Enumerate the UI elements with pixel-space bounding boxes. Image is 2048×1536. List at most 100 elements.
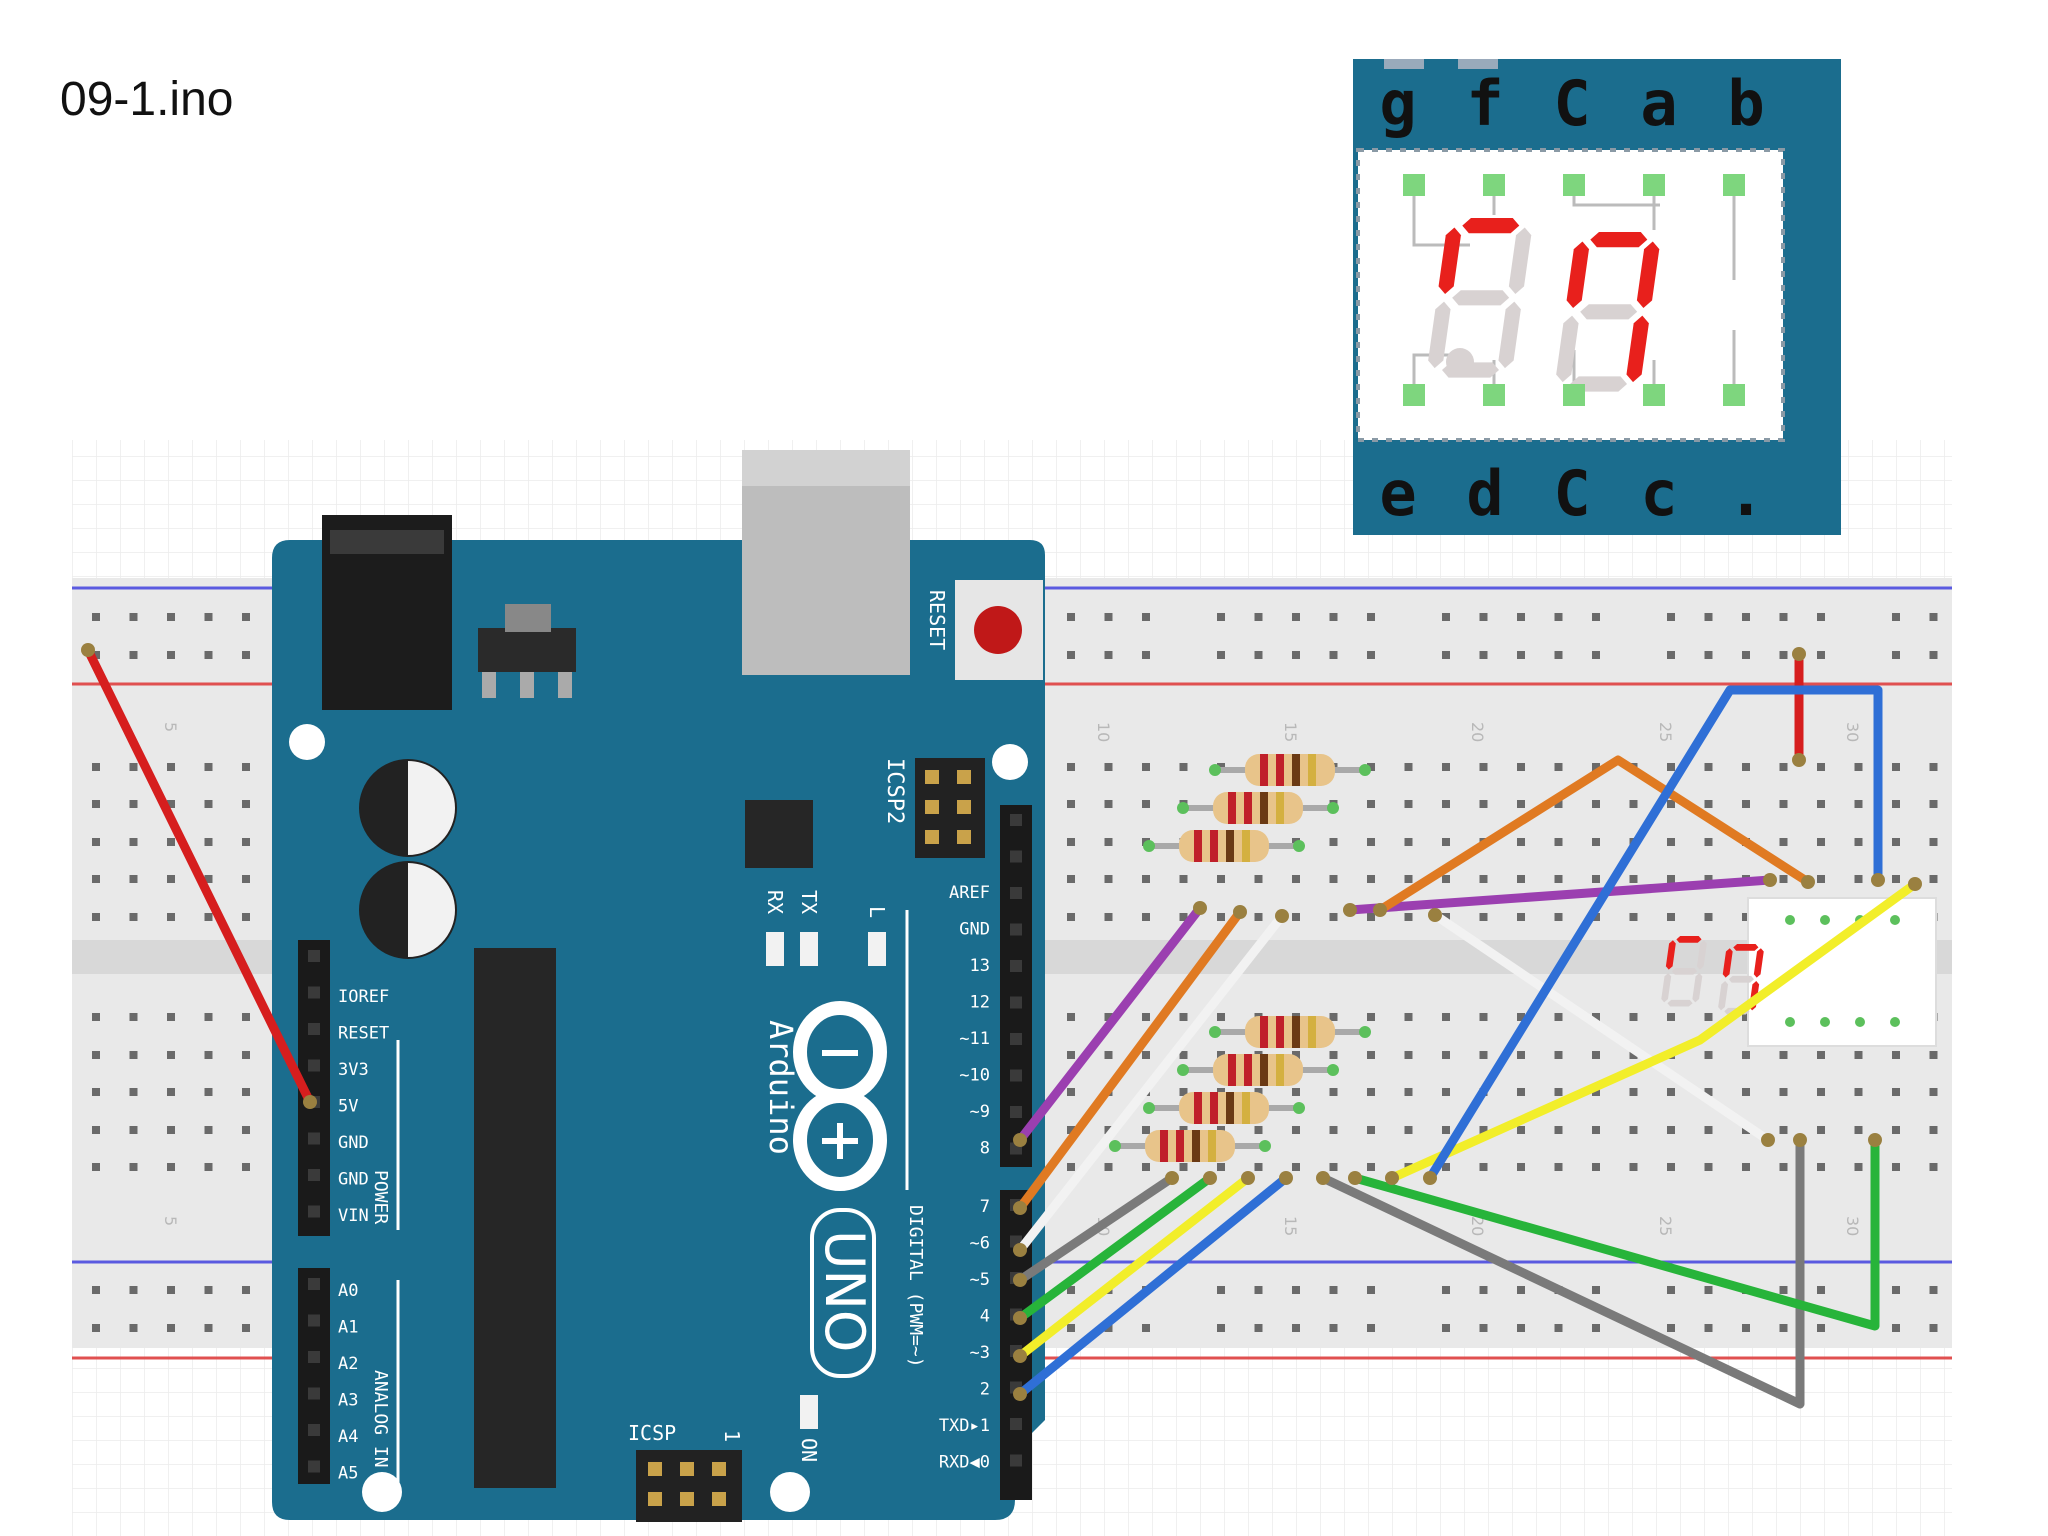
breadboard-hole — [1517, 1163, 1525, 1171]
breadboard-hole — [1592, 763, 1600, 771]
green-wire[interactable] — [1015, 1173, 1215, 1323]
wire-end — [1423, 1171, 1437, 1185]
header-pin[interactable] — [308, 1387, 320, 1400]
header-pin[interactable] — [1010, 1454, 1022, 1467]
breadboard-hole — [1554, 1088, 1563, 1096]
reset-button-cap[interactable] — [974, 606, 1022, 654]
breadboard-hole — [1704, 651, 1713, 659]
header-pin[interactable] — [308, 1351, 320, 1363]
breadboard-hole — [1854, 838, 1863, 846]
power-pin-label: RESET — [338, 1024, 389, 1044]
red-wire[interactable] — [83, 645, 315, 1107]
orange-wire[interactable] — [1015, 907, 1245, 1213]
digital-pin-label: 12 — [970, 993, 990, 1013]
white-wire[interactable] — [1015, 911, 1287, 1255]
breadboard-hole — [1667, 838, 1675, 846]
breadboard-hole — [1329, 1163, 1338, 1171]
breadboard-hole — [1667, 913, 1675, 921]
breadboard-hole — [1704, 1051, 1713, 1059]
header-pin[interactable] — [308, 1424, 320, 1436]
breadboard-hole — [1704, 1286, 1713, 1294]
yellow-wire[interactable] — [1015, 1173, 1253, 1361]
on-label: ON — [797, 1438, 821, 1462]
breadboard-hole — [1742, 1088, 1750, 1096]
gray-wire[interactable] — [1318, 1135, 1805, 1409]
white-wire[interactable] — [1430, 910, 1773, 1145]
digital-pin-label: GND — [959, 920, 990, 940]
header-pin[interactable] — [1010, 996, 1022, 1009]
digital-pin-label: ~5 — [970, 1270, 990, 1290]
breadboard-hole — [1442, 613, 1450, 621]
blue-wire[interactable] — [1425, 685, 1883, 1183]
breadboard-hole — [167, 1051, 175, 1059]
wire-end — [1013, 1201, 1027, 1215]
header-pin[interactable] — [1010, 1106, 1022, 1118]
breadboard-hole — [1217, 651, 1225, 659]
header-pin[interactable] — [308, 1278, 320, 1290]
breadboard-hole — [204, 1126, 213, 1134]
breadboard-hole — [242, 1324, 250, 1332]
header-pin[interactable] — [308, 1205, 320, 1218]
legend-pad — [1643, 384, 1665, 406]
breadboard-hole — [1104, 838, 1113, 846]
legend-top-pin-label: a — [1640, 67, 1677, 140]
icsp-pin — [648, 1462, 662, 1476]
breadboard-hole — [1517, 1324, 1525, 1332]
header-pin[interactable] — [1010, 960, 1022, 972]
header-pin[interactable] — [308, 986, 320, 999]
breadboard-hole — [1592, 1324, 1600, 1332]
wire-end — [1203, 1171, 1217, 1185]
header-pin[interactable] — [308, 1059, 320, 1072]
breadboard-hole — [1442, 1013, 1450, 1021]
legend-pad — [1483, 384, 1505, 406]
green-wire[interactable] — [1350, 1135, 1880, 1331]
header-pin[interactable] — [1010, 887, 1022, 899]
wire-end — [1868, 1133, 1882, 1147]
breadboard-hole — [1142, 763, 1150, 771]
wire-end — [1871, 873, 1885, 887]
header-pin[interactable] — [1010, 923, 1022, 936]
blue-wire[interactable] — [1015, 1173, 1291, 1399]
purple-wire[interactable] — [1345, 875, 1775, 915]
column-mark: 30 — [1843, 722, 1862, 742]
header-pin[interactable] — [308, 1023, 320, 1035]
legend-pad — [1723, 174, 1745, 196]
legend-pad — [1563, 384, 1585, 406]
icsp2-pin — [925, 770, 939, 784]
icsp2-pin — [957, 800, 971, 814]
segment-b — [1636, 241, 1660, 308]
header-pin[interactable] — [1010, 814, 1022, 826]
breadboard-hole — [1067, 1051, 1075, 1059]
breadboard-hole — [1892, 1126, 1900, 1134]
purple-wire[interactable] — [1015, 903, 1205, 1145]
orange-wire[interactable] — [1375, 755, 1813, 915]
header-pin[interactable] — [308, 1169, 320, 1181]
header-pin[interactable] — [308, 1314, 320, 1327]
yellow-wire[interactable] — [1387, 879, 1920, 1183]
header-pin[interactable] — [308, 950, 320, 962]
breadboard-hole — [242, 913, 250, 921]
breadboard-hole — [1104, 800, 1113, 808]
breadboard-hole — [92, 651, 100, 659]
breadboard-hole — [1929, 875, 1938, 883]
header-pin[interactable] — [1010, 1033, 1022, 1045]
breadboard-hole — [204, 1324, 213, 1332]
breadboard-hole — [1329, 1051, 1338, 1059]
breadboard-hole — [1892, 613, 1900, 621]
header-pin[interactable] — [1010, 1069, 1022, 1082]
header-pin[interactable] — [1010, 1418, 1022, 1430]
segment-g — [1728, 975, 1754, 983]
resistor-bank — [1109, 754, 1371, 1162]
mounting-hole — [289, 724, 325, 760]
breadboard-hole — [1479, 1324, 1488, 1332]
header-pin[interactable] — [308, 1460, 320, 1473]
mounting-hole — [770, 1472, 810, 1512]
header-pin[interactable] — [1010, 850, 1022, 863]
legend-pad — [1403, 384, 1425, 406]
column-mark: 15 — [1281, 1216, 1300, 1236]
header-pin[interactable] — [308, 1132, 320, 1145]
breadboard-hole — [1704, 1324, 1713, 1332]
breadboard-hole — [1367, 1126, 1375, 1134]
breadboard-hole — [1779, 838, 1788, 846]
gray-wire[interactable] — [1015, 1173, 1177, 1285]
